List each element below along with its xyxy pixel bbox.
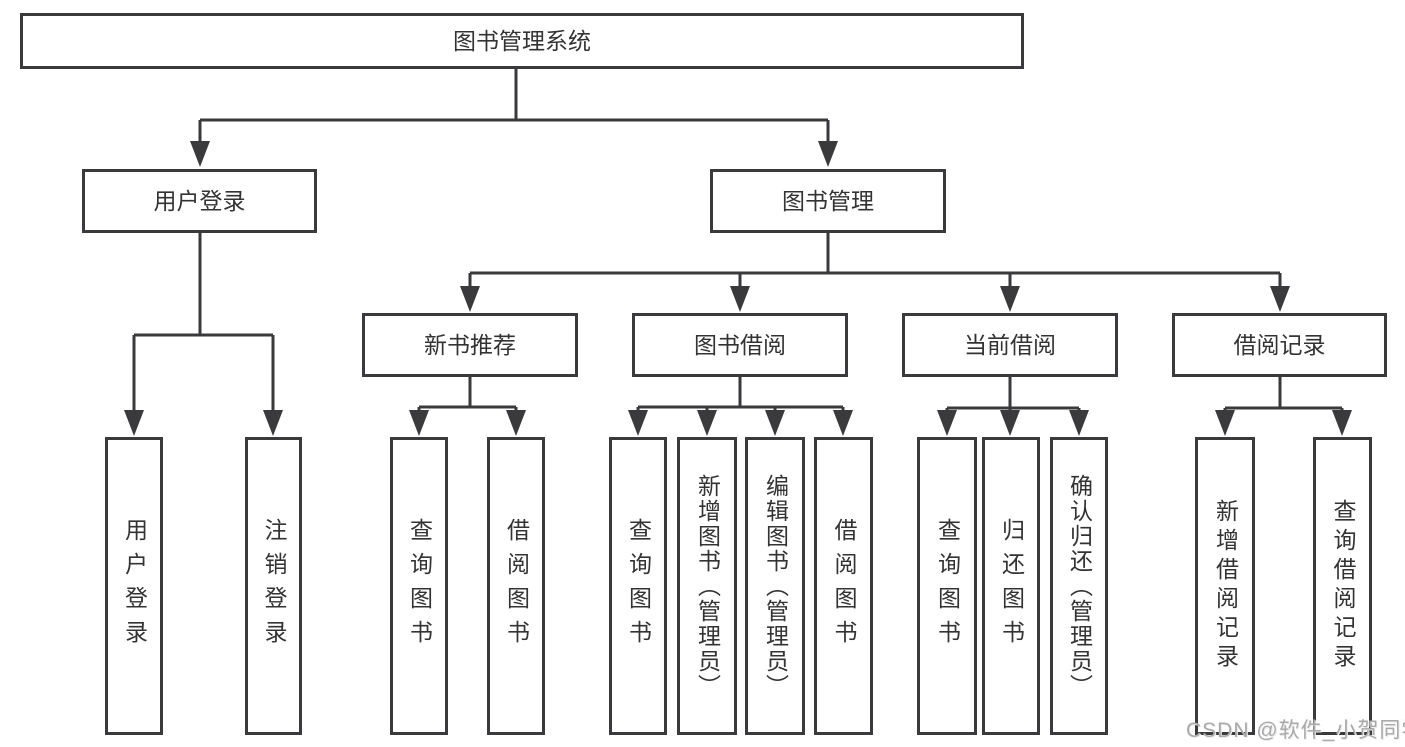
node-user-login: 用户登录 <box>82 169 317 233</box>
node-label: 编辑图书（管理员） <box>762 473 789 699</box>
node-book-management-system: 图书管理系统 <box>20 13 1024 69</box>
node-leaf-user-login: 用户登录 <box>105 437 163 735</box>
node-book-borrow: 图书借阅 <box>632 313 848 377</box>
node-book-management: 图书管理 <box>710 169 946 233</box>
node-label: 用户登录 <box>121 518 148 654</box>
node-leaf-query-book-1: 查询图书 <box>390 437 448 735</box>
node-label: 新增图书（管理员） <box>694 473 721 699</box>
node-leaf-add-borrow-record: 新增借阅记录 <box>1195 437 1255 735</box>
node-label: 图书借阅 <box>694 331 786 358</box>
node-borrow-record: 借阅记录 <box>1172 313 1387 377</box>
node-label: 用户登录 <box>153 187 246 214</box>
node-label: 当前借阅 <box>964 331 1056 358</box>
node-label: 新书推荐 <box>424 331 516 358</box>
node-leaf-query-book-3: 查询图书 <box>917 437 977 735</box>
node-leaf-query-borrow-record: 查询借阅记录 <box>1313 437 1372 735</box>
node-leaf-add-book-admin: 新增图书（管理员） <box>677 437 737 735</box>
node-label: 图书管理 <box>782 187 874 214</box>
csdn-watermark: CSDN @软件_小贺同学 <box>1186 719 1405 742</box>
node-label: 查询图书 <box>934 518 961 654</box>
node-label: 借阅图书 <box>831 518 857 654</box>
node-leaf-borrow-book-1: 借阅图书 <box>487 437 545 735</box>
node-label: 注销登录 <box>261 518 287 654</box>
node-leaf-query-book-2: 查询图书 <box>609 437 667 735</box>
node-current-borrow: 当前借阅 <box>902 313 1118 377</box>
node-leaf-confirm-return-admin: 确认归还（管理员） <box>1050 437 1108 735</box>
node-label: 确认归还（管理员） <box>1066 473 1093 699</box>
node-leaf-return-book: 归还图书 <box>982 437 1040 735</box>
node-label: 查询图书 <box>625 518 652 654</box>
node-leaf-borrow-book-2: 借阅图书 <box>814 437 873 735</box>
node-label: 查询借阅记录 <box>1330 499 1356 673</box>
node-label: 借阅图书 <box>503 518 530 654</box>
node-label: 归还图书 <box>998 518 1025 654</box>
node-label: 图书管理系统 <box>453 27 591 54</box>
node-new-book-recommend: 新书推荐 <box>362 313 578 377</box>
node-leaf-logout: 注销登录 <box>245 437 302 735</box>
node-label: 新增借阅记录 <box>1212 499 1239 673</box>
node-label: 借阅记录 <box>1233 331 1326 358</box>
node-leaf-edit-book-admin: 编辑图书（管理员） <box>745 437 805 735</box>
node-label: 查询图书 <box>406 518 433 654</box>
